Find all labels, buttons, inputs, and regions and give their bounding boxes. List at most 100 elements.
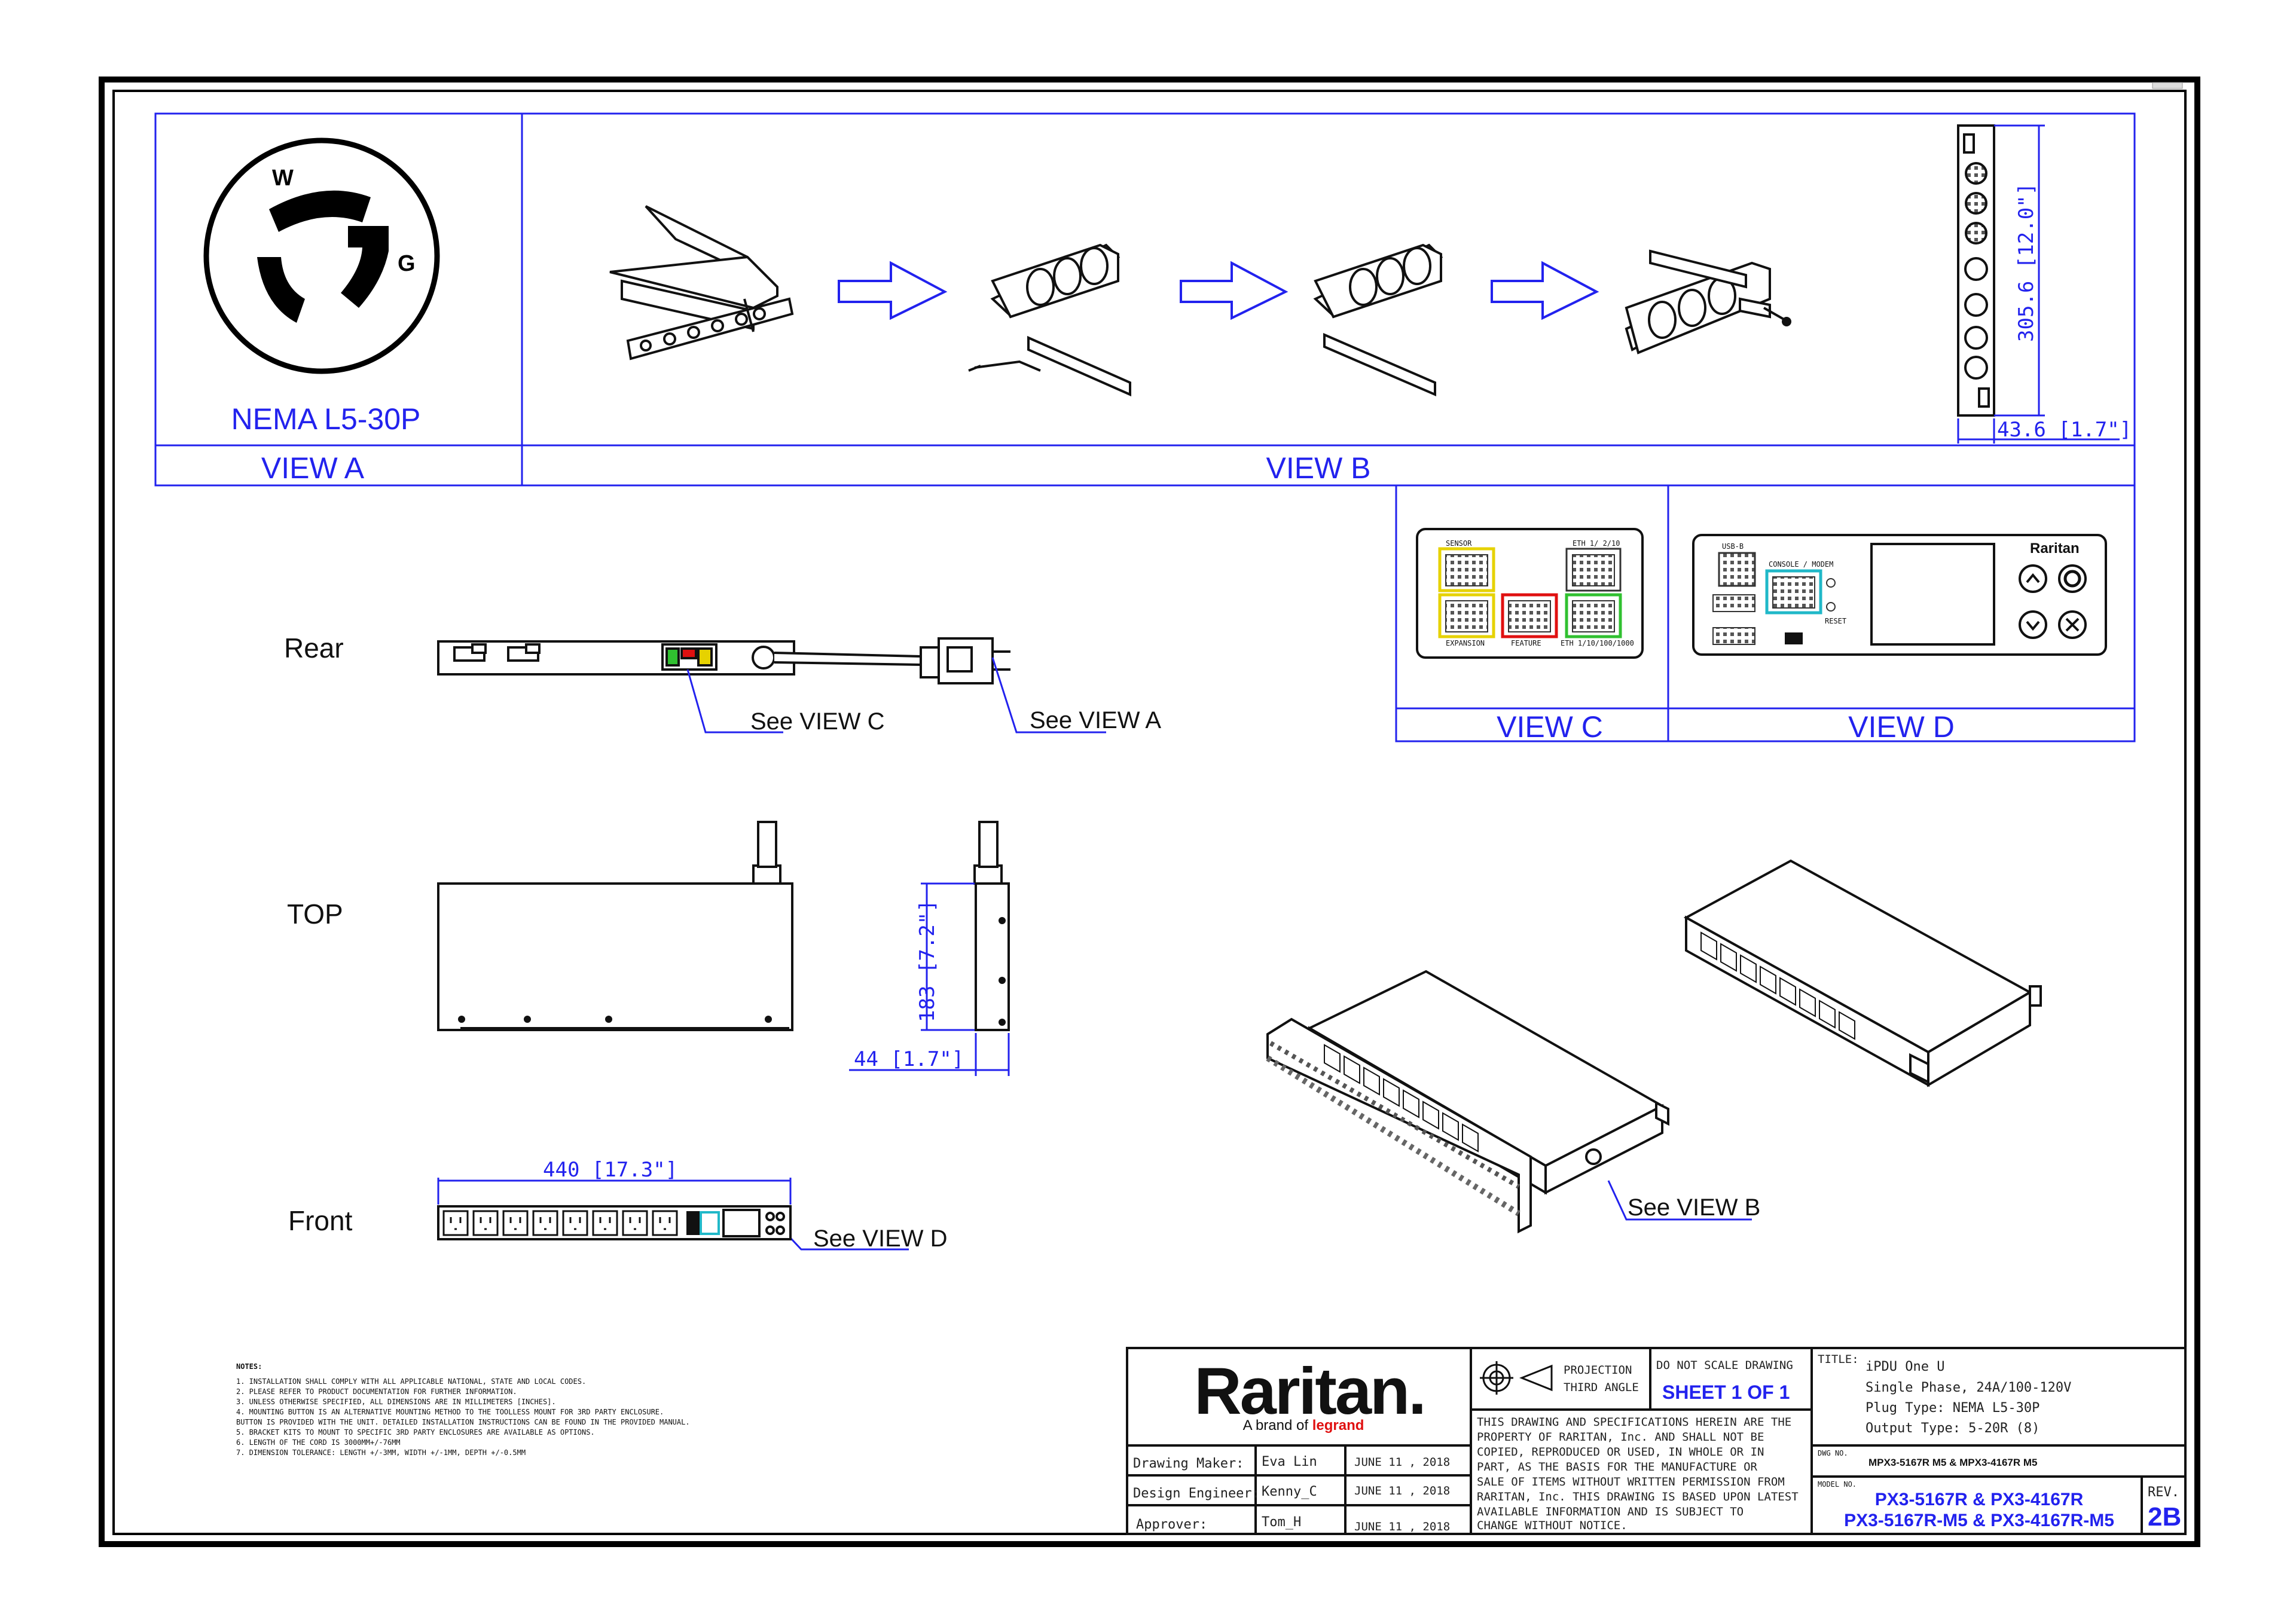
name-approver: Tom_H — [1262, 1515, 1301, 1530]
outlet-slot — [569, 1217, 581, 1230]
port-eth-2: ETH 1/ 2/10 — [1573, 539, 1620, 548]
outlet-slot — [659, 1217, 671, 1230]
date-approver: JUNE 11 , 2018 — [1354, 1520, 1450, 1533]
iso-front-outlet — [1462, 1123, 1479, 1153]
view-band-cd — [1395, 484, 2136, 742]
iso-view-rear-outlets — [1700, 931, 1855, 1040]
disclaimer-line-7: AVAILABLE INFORMATION AND IS SUBJECT TO — [1477, 1505, 1744, 1518]
step-arrow-1 — [838, 261, 948, 320]
bracket-front-view — [1957, 124, 1995, 417]
bracket-step-3 — [1313, 243, 1443, 397]
note-2: 2. PLEASE REFER TO PRODUCT DOCUMENTATION… — [236, 1387, 517, 1396]
view-c-panel: SENSOR ETH 1/ 2/10 EXPANSION FEATURE ETH… — [1416, 528, 1644, 659]
view-b-height-dim: 305.6 [12.0"] — [2014, 183, 2038, 342]
view-d-panel: USB-B CONSOLE / MODEM RESET Raritan — [1692, 534, 2107, 656]
note-6: 6. LENGTH OF THE CORD IS 3000MM+/-76MM — [236, 1438, 401, 1447]
step-arrow-3 — [1491, 261, 1599, 320]
view-c-label: VIEW C — [1497, 710, 1603, 744]
side-width-dim: 44 [1.7"] — [854, 1047, 964, 1071]
port-console: CONSOLE / MODEM — [1769, 560, 1833, 568]
date-drawing-maker: JUNE 11 , 2018 — [1354, 1456, 1450, 1469]
top-view-drawing — [437, 821, 793, 1031]
front-label: Front — [288, 1205, 353, 1236]
side-height-dim: 183 [7.2"] — [915, 900, 939, 1022]
disclaimer-line-1: THIS DRAWING AND SPECIFICATIONS HEREIN A… — [1477, 1416, 1791, 1429]
port-usb-b: USB-B — [1722, 542, 1744, 551]
notes-title: NOTES: — [236, 1362, 262, 1371]
title-line-4: Output Type: 5-20R (8) — [1866, 1421, 2039, 1436]
disclaimer-line-3: COPIED, REPRODUCED OR USED, IN WHOLE OR … — [1477, 1445, 1764, 1459]
view-d-label: VIEW D — [1848, 710, 1955, 744]
bracket-step-2 — [968, 243, 1131, 397]
iso-front-outlet — [1383, 1078, 1400, 1107]
name-design-engineer: Kenny_C — [1262, 1484, 1317, 1499]
note-1: 1. INSTALLATION SHALL COMPLY WITH ALL AP… — [236, 1377, 586, 1386]
front-outlet — [472, 1210, 499, 1236]
iso-rear-outlet — [1720, 943, 1737, 972]
dwg-label: DWG NO. — [1818, 1449, 1848, 1457]
rev-label: REV. — [2148, 1485, 2179, 1500]
iso-view-front-outlets — [1324, 1044, 1479, 1153]
view-b-dimension-lines — [1957, 124, 2120, 444]
callout-see-view-c: See VIEW C — [750, 708, 885, 735]
role-drawing-maker: Drawing Maker: — [1133, 1456, 1244, 1471]
iso-front-outlet — [1324, 1044, 1341, 1073]
note-4b: BUTTON IS PROVIDED WITH THE UNIT. DETAIL… — [236, 1418, 690, 1426]
top-label: TOP — [287, 898, 343, 930]
note-7: 7. DIMENSION TOLERANCE: LENGTH +/-3MM, W… — [236, 1448, 526, 1457]
port-eth-1: ETH 1/10/100/1000 — [1561, 639, 1634, 647]
date-design-engineer: JUNE 11 , 2018 — [1354, 1484, 1450, 1497]
nema-plug-face: W G — [203, 137, 440, 374]
iso-rear-outlet — [1839, 1011, 1855, 1040]
outlet-slot — [629, 1217, 641, 1230]
title-line-3: Plug Type: NEMA L5-30P — [1866, 1401, 2039, 1416]
iso-rear-outlet — [1799, 988, 1816, 1017]
rear-callout-leaders — [686, 657, 1106, 733]
sheet-number: SHEET 1 OF 1 — [1662, 1381, 1790, 1403]
projection-symbol-icon — [1480, 1361, 1553, 1395]
role-design-engineer: Design Engineer: — [1133, 1486, 1260, 1501]
outlet-slot — [509, 1217, 521, 1230]
bracket-step-1 — [609, 205, 794, 360]
pin-w-label: W — [272, 166, 294, 191]
front-width-dim: 440 [17.3"] — [543, 1158, 677, 1182]
iso-front-outlet — [1344, 1055, 1360, 1084]
iso-view-rear — [1683, 859, 2042, 1087]
port-feature: FEATURE — [1511, 639, 1541, 647]
title-line-2: Single Phase, 24A/100-120V — [1866, 1380, 2071, 1395]
front-outlet — [622, 1210, 648, 1236]
outlet-slot — [450, 1217, 462, 1230]
callout-see-view-b: See VIEW B — [1628, 1194, 1760, 1221]
iso-front-outlet — [1403, 1089, 1419, 1118]
model-number-2: PX3-5167R-M5 & PX3-4167R-M5 — [1844, 1511, 2114, 1530]
raritan-logo: Raritan. — [1194, 1355, 1425, 1428]
iso-rear-outlet — [1700, 931, 1717, 961]
plug-type-label: NEMA L5-30P — [231, 402, 421, 436]
front-outlet — [502, 1210, 529, 1236]
role-approver: Approver: — [1136, 1517, 1207, 1532]
dwg-number: MPX3-5167R M5 & MPX3-4167R M5 — [1868, 1457, 2038, 1468]
title-block-grid — [1126, 1347, 2187, 1535]
rear-view-drawing — [437, 637, 1010, 684]
iso-rear-outlet — [1760, 965, 1776, 995]
title-label: TITLE: — [1818, 1353, 1859, 1366]
front-view-drawing — [437, 1205, 792, 1240]
iso-front-outlet — [1422, 1101, 1439, 1130]
rear-label: Rear — [284, 632, 344, 664]
port-sensor: SENSOR — [1446, 539, 1472, 548]
rev-value: 2B — [2148, 1502, 2181, 1532]
projection-line-1: PROJECTION — [1564, 1364, 1632, 1377]
callout-see-view-d: See VIEW D — [813, 1225, 948, 1252]
note-4: 4. MOUNTING BUTTON IS AN ALTERNATIVE MOU… — [236, 1408, 664, 1416]
disclaimer-line-5: SALE OF ITEMS WITHOUT WRITTEN PERMISSION… — [1477, 1475, 1785, 1488]
step-arrow-2 — [1180, 261, 1289, 320]
side-view-drawing — [973, 821, 1010, 1031]
port-reset: RESET — [1825, 617, 1846, 625]
iso-front-outlet — [1363, 1066, 1380, 1096]
outlet-slot — [599, 1217, 611, 1230]
view-d-brand: Raritan — [2030, 540, 2080, 557]
raritan-tagline: A brand of legrand — [1243, 1417, 1364, 1434]
iso-rear-outlet — [1740, 954, 1757, 983]
iso-rear-outlet — [1819, 1000, 1836, 1029]
